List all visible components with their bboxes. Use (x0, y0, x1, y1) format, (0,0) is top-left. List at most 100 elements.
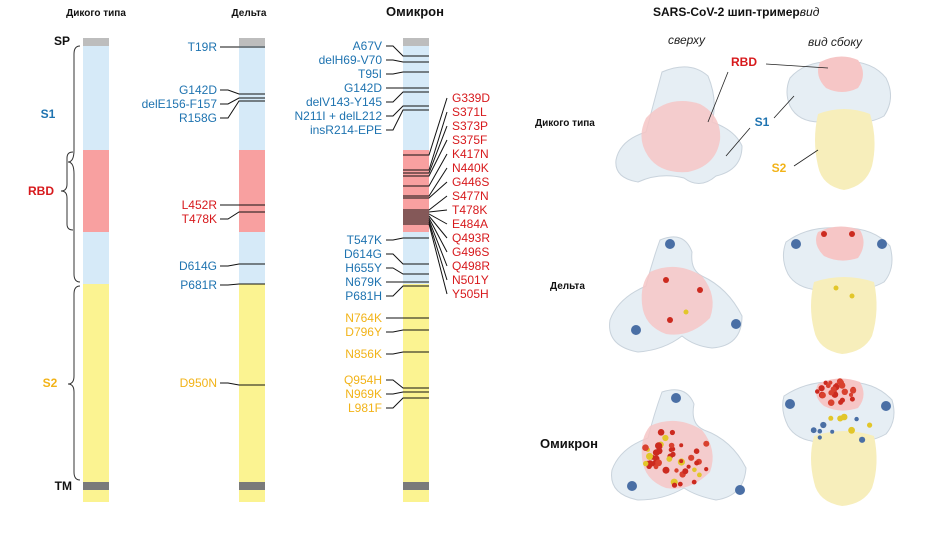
delta-mutation-label: delE156-F157 (142, 97, 218, 111)
wt-top-view (615, 66, 743, 184)
mutation-dot (688, 454, 695, 461)
omicron-mutation-line (386, 91, 429, 103)
mutation-dot (671, 482, 678, 488)
delta-tm (239, 482, 265, 490)
delta-top-mutation (697, 287, 703, 293)
omicron-side-s2 (811, 431, 877, 506)
omicron-rbd-mutation-line (403, 209, 448, 213)
omicron-rbd-mutation-line (403, 215, 448, 239)
delta-s1-lower (239, 232, 265, 284)
omicron-rbd-mutation-line (403, 213, 448, 225)
mutation-dot (666, 456, 673, 462)
delta-side-mutation (821, 231, 827, 237)
title-omicron: Омикрон (386, 4, 444, 19)
omicron-top-mutation (671, 393, 681, 403)
omicron-rbd-mutation-label: N501Y (452, 273, 489, 287)
mutation-dot (836, 378, 844, 385)
omicron-mutation-line (386, 45, 429, 57)
label-sp: SP (54, 34, 70, 48)
omicron-mutation-label: insR214-EPE (310, 123, 382, 137)
title-trimer-main: SARS-CoV-2 шип-тример (653, 5, 800, 19)
omicron-mutation-label: L981F (348, 401, 382, 415)
omicron-mutation-line (386, 59, 429, 63)
wt-top-rbd (641, 101, 721, 173)
mutation-dot (655, 442, 663, 450)
omicron-side-mutation-cluster (810, 378, 873, 443)
omicron-rbd-mutation-line (403, 153, 448, 187)
omicron-rbd-mutation-label: G496S (452, 245, 489, 259)
omicron-rbd-mutation-label: T478K (452, 203, 487, 217)
omicron-mutation-label: N764K (345, 311, 382, 325)
omicron-mutation-line (386, 71, 429, 75)
mutation-dot (819, 392, 826, 399)
omicron-rbd-mutation-label: S477N (452, 189, 489, 203)
omicron-rbd-mutation-line (403, 167, 448, 197)
omicron-rbd-mutation-label: E484A (452, 217, 488, 231)
mutation-dot (704, 467, 709, 472)
mutation-dot (669, 429, 676, 436)
wt-s1-pointer-1 (725, 127, 751, 157)
omicron-s2 (403, 284, 429, 482)
wt-rbd-pointer-1 (707, 71, 729, 123)
delta-mutation-label: T19R (188, 40, 218, 54)
mutation-dot (703, 440, 710, 447)
delta-bar (239, 38, 265, 502)
brace-s1 (67, 45, 81, 283)
omicron-mutation-label: T547K (347, 233, 382, 247)
mutation-dot (677, 481, 683, 487)
mutation-dot (679, 459, 684, 464)
mutation-dot (839, 397, 846, 403)
omicron-mutation-line (386, 351, 429, 355)
title-delta: Дельта (232, 8, 267, 19)
mutation-dot (848, 426, 855, 434)
label-s2: S2 (43, 376, 58, 390)
delta-mutation-line (220, 89, 265, 95)
omicron-rbd-mutation-line (403, 97, 448, 156)
delta-side-mutation (833, 285, 839, 291)
omicron-rbd-mutation-line (403, 111, 448, 171)
view-top-label: сверху (668, 33, 706, 47)
delta-mutation-label: T478K (182, 212, 217, 226)
wt-ct (83, 490, 109, 502)
mutation-dot (646, 460, 654, 468)
row-label-omicron: Омикрон (540, 436, 598, 451)
delta-side-mutation (849, 231, 855, 237)
wt-rbd-pointer-2 (765, 63, 829, 69)
omicron-s1-lower (403, 232, 429, 284)
mutation-dot (657, 429, 665, 436)
mutation-dot (827, 399, 835, 407)
title-trimer-suffix: вид (800, 5, 820, 19)
wt-side-rbd (818, 56, 863, 92)
omicron-mutation-label: N969K (345, 387, 382, 401)
delta-side-s2 (811, 277, 877, 354)
mutation-dot (674, 468, 679, 473)
mutation-dot (692, 467, 697, 473)
omicron-mutation-line (386, 285, 429, 297)
wt-rbd (83, 150, 109, 232)
omicron-rbd-mutation-label: S375F (452, 133, 487, 147)
omicron-rbd-mutation-label: S371L (452, 105, 487, 119)
delta-rbd (239, 150, 265, 232)
mutation-dot (854, 416, 859, 422)
delta-mutation-label: P681R (180, 278, 217, 292)
mutation-dot (817, 428, 823, 434)
delta-mutation-labels: T19RG142DdelE156-F157R158GL452RT478KD614… (142, 40, 265, 390)
delta-side-view (782, 226, 893, 354)
delta-side-mutation (877, 239, 887, 249)
omicron-rbd-mutation-line (403, 181, 448, 199)
mutation-dot (679, 443, 684, 448)
mutation-dot (818, 385, 825, 392)
delta-mutation-line (220, 263, 265, 267)
omicron-rbd-mutation-label: Q493R (452, 231, 490, 245)
delta-mutation-label: D614G (179, 259, 217, 273)
omicron-mutation-label: N211I + delL212 (294, 109, 382, 123)
row-label-wild-type: Дикого типа (535, 118, 595, 129)
mutation-dot (646, 452, 653, 460)
omicron-rbd-mutation-line (403, 195, 448, 211)
omicron-rbd-mutation-label: G339D (452, 91, 490, 105)
omicron-mutation-line (386, 105, 429, 117)
mutation-dot (682, 468, 689, 475)
wt-side-s2 (815, 109, 875, 190)
delta-side-mutation (849, 293, 855, 299)
mutation-dot (841, 388, 848, 395)
